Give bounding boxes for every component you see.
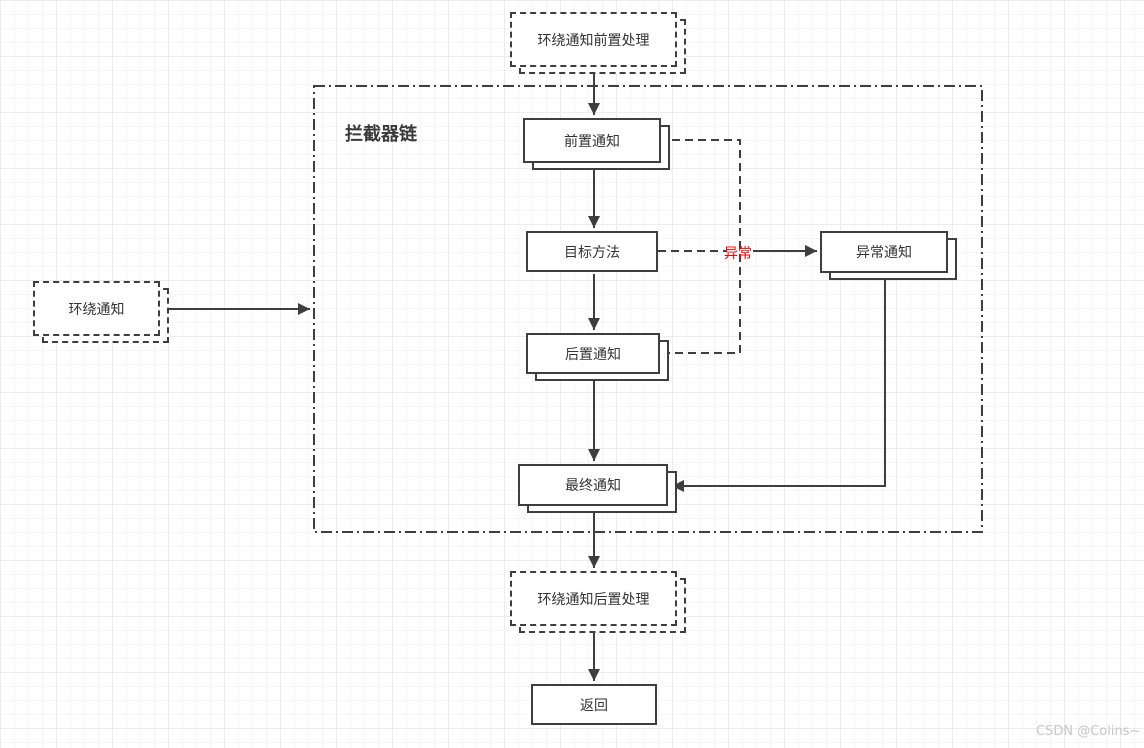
final-advice-label: 最终通知: [565, 478, 621, 494]
around-post-label: 环绕通知后置处理: [537, 591, 650, 608]
target-method-label: 目标方法: [564, 244, 620, 261]
before-advice-node: 前置通知: [523, 118, 661, 163]
exception-advice-node: 异常通知: [820, 231, 948, 273]
around-post-node: 环绕通知后置处理: [510, 571, 677, 626]
return-label: 返回: [580, 697, 608, 714]
final-advice-node: 最终通知: [518, 464, 668, 506]
before-advice-label: 前置通知: [564, 133, 620, 150]
exception-edge-label: 异常: [724, 246, 752, 262]
interceptor-chain-container-border: [313, 85, 983, 533]
watermark: CSDN @Colins~: [1036, 724, 1141, 739]
edge-exception-to-final: [672, 275, 886, 492]
exception-advice-label: 异常通知: [856, 245, 912, 261]
after-advice-label: 后置通知: [565, 346, 621, 363]
around-advice-node: 环绕通知: [33, 281, 160, 336]
around-pre-label: 环绕通知前置处理: [537, 32, 650, 49]
around-advice-label: 环绕通知: [68, 301, 125, 318]
around-pre-node: 环绕通知前置处理: [510, 12, 677, 67]
edge-before-after-bypass: [663, 139, 741, 354]
return-node: 返回: [531, 684, 657, 725]
after-advice-node: 后置通知: [526, 333, 660, 374]
target-method-node: 目标方法: [526, 231, 658, 272]
interceptor-chain-label: 拦截器链: [345, 124, 417, 145]
